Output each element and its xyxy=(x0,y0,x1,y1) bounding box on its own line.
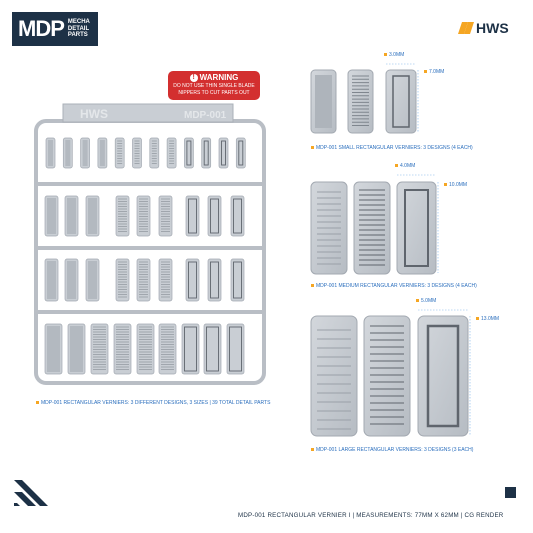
sprue-part xyxy=(181,323,200,375)
medium-height-label: 10.0MM xyxy=(444,182,467,188)
orange-marker xyxy=(384,53,387,57)
mdp-sub-3: PARTS xyxy=(67,32,88,39)
sprue-part xyxy=(201,137,212,169)
sprue-part xyxy=(226,323,245,375)
orange-marker xyxy=(444,183,447,187)
medium-caption: MDP-001 MEDIUM RECTANGULAR VERNIERS: 3 D… xyxy=(311,283,477,289)
orange-marker xyxy=(36,401,39,405)
sprue-part xyxy=(235,137,246,169)
warning-line-1: DO NOT USE THIN SINGLE BLADE xyxy=(173,83,255,89)
orange-marker xyxy=(416,299,419,303)
mdp-logo-text: MDP xyxy=(18,16,65,41)
sprue-part xyxy=(230,195,245,237)
sprue-part xyxy=(207,195,222,237)
sprue-part xyxy=(114,137,125,169)
sprue-part xyxy=(136,323,155,375)
hws-logo-text: HWS xyxy=(476,20,509,36)
large-height-label: 13.0MM xyxy=(476,316,499,322)
sprue-part xyxy=(132,137,142,169)
sprue-part xyxy=(115,195,130,237)
warning-line-2: NIPPERS TO CUT PARTS OUT xyxy=(178,90,250,96)
sprue-part xyxy=(185,195,200,237)
hws-logo: HWS xyxy=(458,20,518,36)
small-caption: MDP-001 SMALL RECTANGULAR VERNIERS: 3 DE… xyxy=(311,145,473,151)
sprue-part xyxy=(166,137,177,169)
navy-square xyxy=(505,487,516,498)
sprue-part xyxy=(158,323,177,375)
mdp-sub-2: DETAIL xyxy=(67,25,90,32)
stripe-logo-icon xyxy=(14,480,48,506)
exclamation-icon: ! xyxy=(189,73,198,82)
warning-title-text: WARNING xyxy=(199,73,239,82)
small-width-label: 3.0MM xyxy=(384,52,404,58)
sprue-part xyxy=(203,323,222,375)
sprue-part xyxy=(136,195,151,237)
orange-marker xyxy=(311,448,314,452)
part-grooves xyxy=(317,75,404,430)
mdp-logo-subtitle: MECHA DETAIL PARTS xyxy=(68,19,90,39)
sprue-part xyxy=(113,323,132,375)
sprue-part xyxy=(184,137,194,169)
mdp-logo: MDP MECHA DETAIL PARTS xyxy=(12,12,98,46)
sprue-part xyxy=(207,258,222,302)
warning-badge: ! WARNING DO NOT USE THIN SINGLE BLADE N… xyxy=(168,71,260,100)
orange-marker xyxy=(395,164,398,168)
sprue-part xyxy=(230,258,245,302)
sprue-part xyxy=(90,323,109,375)
footer-text: MDP-001 RECTANGULAR VERNIER I | MEASUREM… xyxy=(238,512,504,519)
orange-marker xyxy=(311,146,314,150)
large-caption: MDP-001 LARGE RECTANGULAR VERNIERS: 3 DE… xyxy=(311,447,473,453)
warning-title: ! WARNING xyxy=(168,73,260,82)
sprue-caption: MDP-001 RECTANGULAR VERNIERS: 3 DIFFEREN… xyxy=(36,400,270,406)
sprue-tag-hws: HWS xyxy=(80,107,108,121)
mdp-sub-1: MECHA xyxy=(67,19,90,26)
orange-marker xyxy=(476,317,479,321)
sprue-part xyxy=(149,137,160,169)
small-height-label: 7.0MM xyxy=(424,69,444,75)
large-width-label: 5.0MM xyxy=(416,298,436,304)
sprue-part xyxy=(158,195,173,237)
sprue-part xyxy=(185,258,200,302)
orange-marker xyxy=(311,284,314,288)
sprue-parts xyxy=(44,137,246,375)
large-verniers xyxy=(310,315,469,437)
sprue-part xyxy=(218,137,229,169)
sprue-tag-code: MDP-001 xyxy=(184,110,227,121)
orange-marker xyxy=(424,70,427,74)
hws-logo-icon: HWS xyxy=(458,20,509,36)
medium-width-label: 4.0MM xyxy=(395,163,415,169)
sprue-tag: HWS MDP-001 xyxy=(62,103,234,123)
